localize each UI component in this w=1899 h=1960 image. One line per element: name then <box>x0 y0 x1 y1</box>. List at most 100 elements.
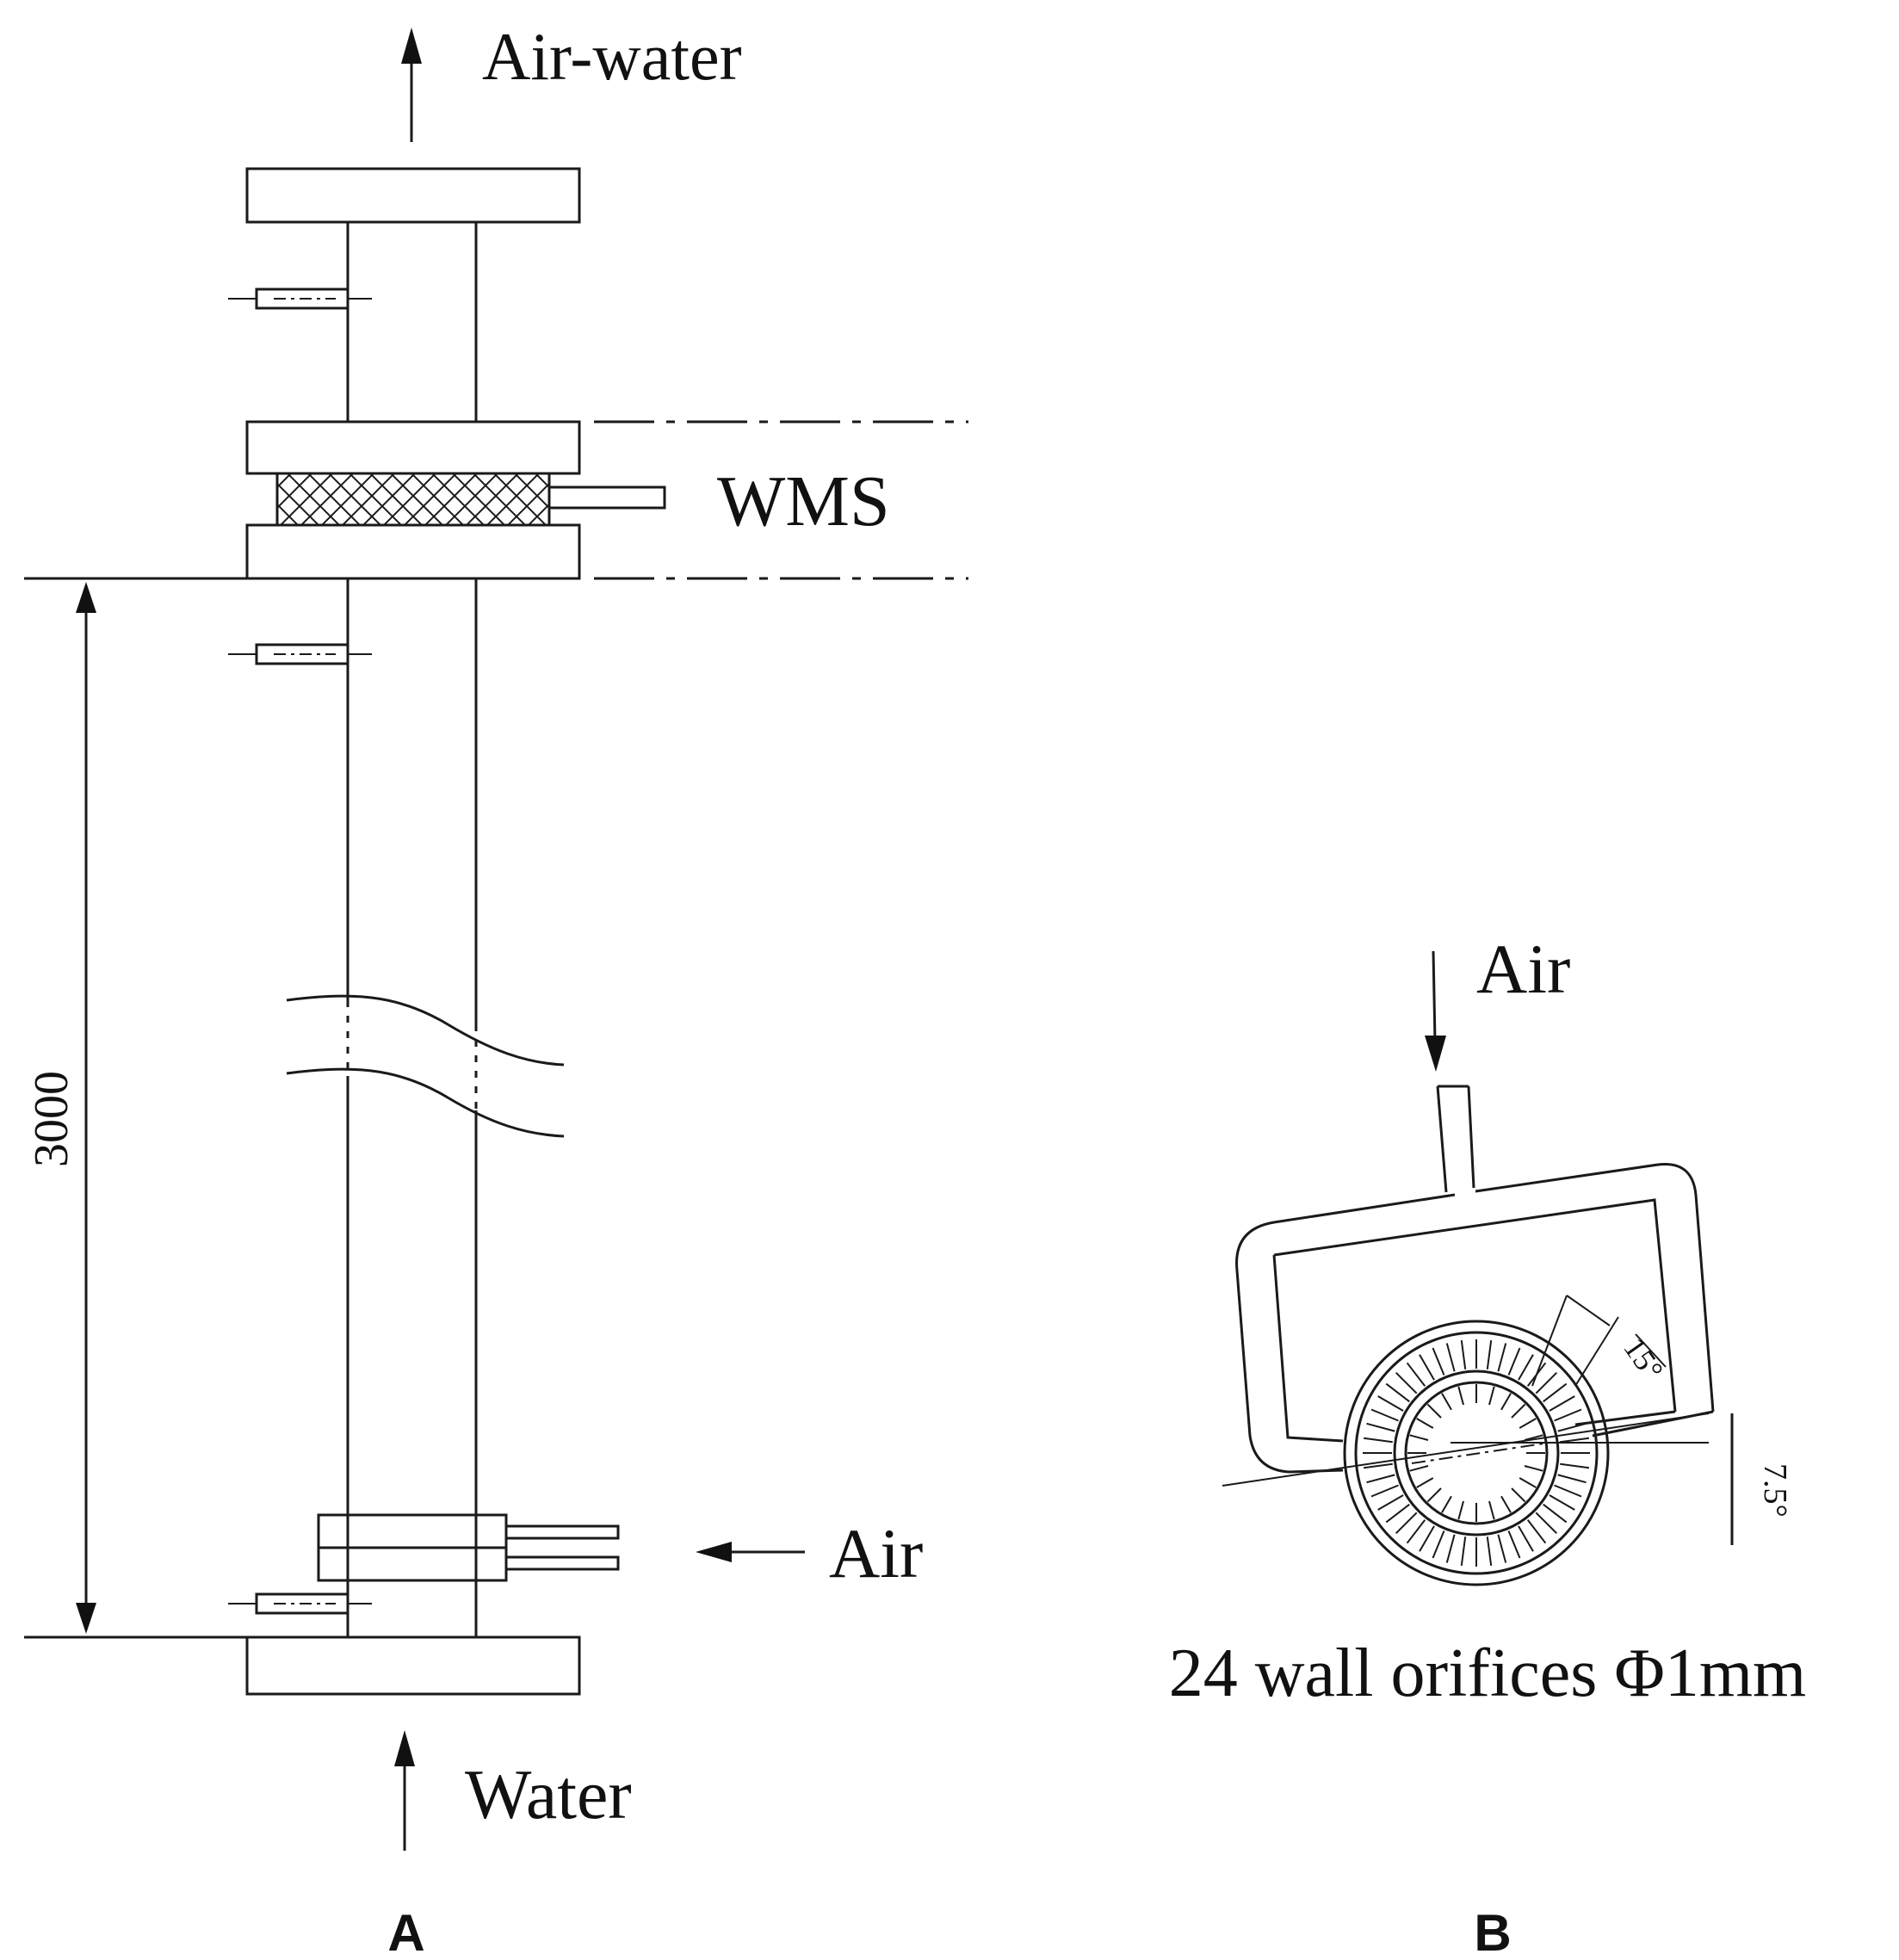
orifice-tick <box>1406 1362 1426 1387</box>
orifice-ticks-outer <box>1363 1339 1590 1567</box>
panel-a: Air-water <box>24 19 968 1960</box>
orifice-tick <box>1543 1382 1568 1403</box>
pressure-tap-middle <box>228 643 372 665</box>
orifice-tick <box>1500 1495 1512 1513</box>
wms-lower-flange <box>245 523 581 580</box>
orifice-tick <box>1441 1495 1452 1513</box>
orifice-tick <box>1363 1462 1393 1469</box>
orifice-tick <box>1488 1500 1495 1520</box>
orifice-tick <box>1426 1403 1442 1419</box>
orifice-tick <box>1460 1339 1467 1370</box>
orifice-tick <box>1419 1525 1435 1552</box>
orifice-tick <box>1370 1408 1399 1422</box>
angle-side-label: 7.5° <box>1757 1463 1793 1518</box>
cross-section <box>1343 1320 1610 1586</box>
orifice-tick <box>1457 1500 1464 1520</box>
orifice-tick <box>1460 1536 1467 1567</box>
pressure-tap-upper <box>228 288 372 310</box>
orifice-tick <box>1518 1525 1534 1552</box>
orifice-tick <box>1370 1484 1399 1498</box>
wire-mesh-sensor <box>275 472 551 527</box>
angle-top-label: 15° <box>1617 1332 1670 1387</box>
panel-b-label: B <box>1474 1904 1511 1960</box>
angle-reference <box>1222 1295 1734 1545</box>
bottom-flange <box>245 1635 581 1696</box>
orifice-tick <box>1543 1503 1568 1524</box>
air-down-arrow <box>1425 950 1446 1072</box>
orifice-tick <box>1385 1382 1410 1403</box>
panel-b: Air 15° <box>1169 930 1807 1960</box>
orifice-tick <box>1554 1484 1582 1498</box>
orifice-tick <box>1457 1386 1464 1406</box>
orifice-tick <box>1535 1512 1558 1535</box>
orifice-tick <box>1441 1393 1452 1411</box>
orifice-tick <box>1535 1371 1558 1394</box>
orifice-tick <box>1377 1395 1404 1412</box>
break-lines <box>286 990 565 1145</box>
orifice-tick <box>1432 1347 1445 1376</box>
orifice-tick <box>1560 1437 1590 1444</box>
orifice-tick <box>1511 1403 1526 1419</box>
top-flange <box>245 167 581 224</box>
orifice-tick <box>1557 1422 1587 1432</box>
water-inlet-arrow <box>394 1730 415 1851</box>
orifice-tick <box>1519 1477 1537 1488</box>
orifice-tick <box>1560 1462 1590 1469</box>
orifice-tick <box>1416 1477 1434 1488</box>
orifice-tick <box>1511 1487 1526 1503</box>
air-inlet-label: Air <box>829 1514 923 1592</box>
orifice-tick <box>1524 1434 1543 1441</box>
orifice-tick <box>1445 1343 1456 1372</box>
orifice-tick <box>1377 1494 1404 1511</box>
orifice-ticks-inner <box>1407 1384 1545 1522</box>
orifice-tick <box>1406 1519 1426 1544</box>
orifice-tick <box>1363 1437 1393 1444</box>
orifice-tick <box>1500 1393 1512 1411</box>
pressure-tap-lower <box>228 1592 372 1615</box>
orifice-tick <box>1432 1530 1445 1559</box>
orifice-tick <box>1549 1494 1575 1511</box>
orifice-tick <box>1554 1408 1582 1422</box>
orifice-tick <box>1549 1395 1575 1412</box>
orifice-caption: 24 wall orifices Φ1mm <box>1169 1635 1807 1711</box>
orifice-tick <box>1497 1534 1507 1563</box>
air-supply-pipe <box>1436 1085 1475 1193</box>
air-injector <box>317 1513 620 1582</box>
water-inlet-label: Water <box>465 1755 632 1833</box>
orifice-tick <box>1366 1474 1395 1484</box>
orifice-tick <box>1526 1519 1547 1544</box>
height-dimension-label: 3000 <box>25 1071 78 1167</box>
orifice-tick <box>1426 1487 1442 1503</box>
air-manifold <box>1235 1162 1715 1474</box>
orifice-tick <box>1519 1418 1537 1429</box>
air-inlet-arrow <box>696 1542 805 1562</box>
orifice-tick <box>1518 1354 1534 1381</box>
orifice-tick <box>1385 1503 1410 1524</box>
outlet-arrow <box>401 28 422 142</box>
orifice-tick <box>1507 1347 1521 1376</box>
orifice-tick <box>1395 1512 1418 1535</box>
orifice-tick <box>1507 1530 1521 1559</box>
outlet-label: Air-water <box>482 19 742 94</box>
wms-connector <box>547 485 666 510</box>
wms-upper-flange <box>245 420 581 475</box>
orifice-tick <box>1445 1534 1456 1563</box>
orifice-tick <box>1366 1422 1395 1432</box>
orifice-tick <box>1419 1354 1435 1381</box>
panel-a-label: A <box>387 1904 424 1960</box>
orifice-tick <box>1409 1465 1429 1472</box>
height-dimension <box>24 577 348 1639</box>
wms-assembly <box>245 420 968 580</box>
wms-label: WMS <box>717 461 890 541</box>
air-label-b: Air <box>1476 930 1570 1008</box>
orifice-tick <box>1409 1434 1429 1441</box>
orifice-tick <box>1497 1343 1507 1372</box>
orifice-tick <box>1488 1386 1495 1406</box>
orifice-tick <box>1524 1465 1543 1472</box>
orifice-tick <box>1526 1362 1547 1387</box>
orifice-tick <box>1486 1536 1493 1567</box>
orifice-tick <box>1486 1339 1493 1370</box>
orifice-tick <box>1416 1418 1434 1429</box>
